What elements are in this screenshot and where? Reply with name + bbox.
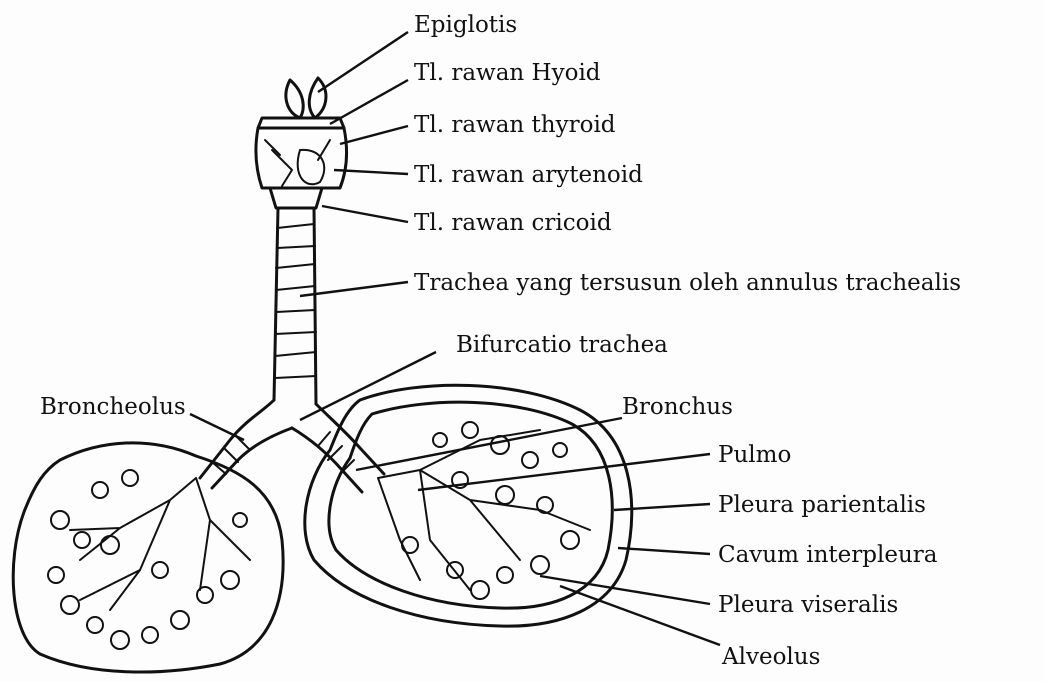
label-pleura-parientalis: Pleura parientalis	[718, 492, 926, 518]
label-arytenoid: Tl. rawan arytenoid	[414, 162, 643, 188]
label-bifurcatio: Bifurcatio trachea	[456, 332, 668, 358]
right-lung-alveoli	[402, 422, 579, 599]
tracheal-rings	[275, 224, 316, 378]
label-epiglotis: Epiglotis	[414, 12, 517, 38]
trachea	[274, 208, 316, 404]
leader-pleura-viseralis	[540, 576, 710, 604]
left-lung-alveoli	[48, 470, 247, 649]
larynx	[256, 78, 347, 208]
leader-hyoid	[330, 80, 408, 124]
label-pleura-viseralis: Pleura viseralis	[718, 592, 898, 618]
label-pulmo: Pulmo	[718, 442, 791, 468]
label-bronchus: Bronchus	[622, 394, 733, 420]
left-lung	[13, 443, 283, 672]
label-trachea: Trachea yang tersusun oleh annulus trach…	[414, 270, 961, 296]
epiglottis-shape	[286, 78, 326, 118]
arytenoid-shape	[265, 140, 330, 186]
label-alveolus: Alveolus	[721, 644, 820, 670]
left-bronchus	[200, 400, 292, 488]
label-thyroid: Tl. rawan thyroid	[414, 112, 616, 138]
leader-alveolus	[560, 586, 720, 645]
labels: Epiglotis Tl. rawan Hyoid Tl. rawan thyr…	[40, 12, 961, 670]
label-cricoid: Tl. rawan cricoid	[414, 210, 612, 236]
leader-pleura-parientalis	[614, 504, 710, 510]
pleura-viseralis-outline	[329, 402, 612, 608]
left-lung-outline	[13, 443, 283, 672]
label-hyoid: Tl. rawan Hyoid	[414, 60, 601, 86]
leader-bronchus	[356, 418, 622, 470]
leader-broncheolus	[190, 414, 244, 440]
right-lung	[305, 385, 632, 626]
leader-cavum	[618, 548, 710, 554]
leader-thyroid	[340, 126, 408, 144]
label-cavum: Cavum interpleura	[718, 542, 938, 568]
trachea-tube	[274, 208, 316, 404]
cricoid-shape	[270, 188, 322, 208]
label-broncheolus: Broncheolus	[40, 394, 186, 420]
bronchi	[200, 400, 384, 492]
leader-cricoid	[322, 206, 408, 222]
right-lung-branches	[378, 430, 590, 590]
leader-epiglotis	[318, 32, 408, 92]
